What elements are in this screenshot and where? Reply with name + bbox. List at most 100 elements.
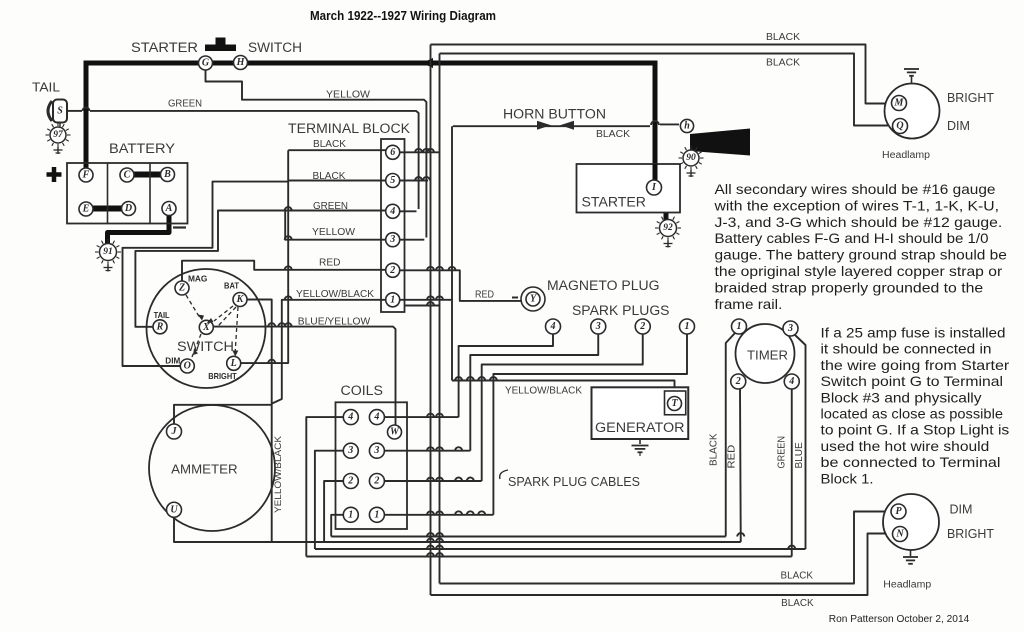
svg-text:90: 90 <box>686 153 696 163</box>
svg-text:Z: Z <box>178 283 185 294</box>
svg-text:TAIL: TAIL <box>32 80 60 95</box>
svg-text:SWITCH: SWITCH <box>248 40 302 55</box>
svg-text:6: 6 <box>390 147 395 158</box>
svg-text:Headlamp: Headlamp <box>883 579 931 590</box>
svg-text:BRIGHT: BRIGHT <box>947 527 994 541</box>
svg-text:used the hot wire should: used the hot wire should <box>821 438 990 454</box>
svg-text:gauge. The battery ground stra: gauge. The battery ground strap should b… <box>715 247 1008 263</box>
svg-text:W: W <box>390 427 400 438</box>
svg-text:E: E <box>82 204 90 215</box>
svg-text:RED: RED <box>475 290 494 301</box>
svg-text:All secondary wires should be: All secondary wires should be #16 gauge <box>715 181 996 197</box>
svg-text:A: A <box>165 203 173 214</box>
svg-text:TERMINAL BLOCK: TERMINAL BLOCK <box>288 121 410 136</box>
svg-text:Ron Patterson October 2, 2014: Ron Patterson October 2, 2014 <box>829 613 970 625</box>
svg-text:BLACK: BLACK <box>766 57 800 68</box>
svg-text:2: 2 <box>639 321 645 332</box>
svg-text:SPARK PLUGS: SPARK PLUGS <box>572 303 670 318</box>
svg-text:with the exception of wires T-: with the exception of wires T-1, 1-K, K-… <box>713 197 999 213</box>
svg-text:U: U <box>170 504 178 515</box>
svg-text:5: 5 <box>390 175 395 186</box>
svg-text:L: L <box>230 358 237 369</box>
svg-text:I: I <box>651 182 657 193</box>
svg-text:F: F <box>82 170 90 181</box>
svg-text:Switch point G to Terminal: Switch point G to Terminal <box>821 373 1004 389</box>
svg-text:4: 4 <box>550 321 556 332</box>
svg-text:RED: RED <box>319 258 341 269</box>
svg-text:Q: Q <box>896 121 903 132</box>
svg-text:BLACK: BLACK <box>596 129 630 140</box>
svg-text:BLACK: BLACK <box>709 433 720 466</box>
svg-text:MAGNETO PLUG: MAGNETO PLUG <box>547 278 660 293</box>
svg-text:TAIL: TAIL <box>154 311 170 320</box>
svg-text:RED: RED <box>727 445 738 469</box>
svg-text:GREEN: GREEN <box>777 436 788 469</box>
svg-text:STARTER: STARTER <box>582 194 647 209</box>
svg-text:BLACK: BLACK <box>781 598 814 609</box>
svg-text:BAT: BAT <box>224 281 240 291</box>
svg-text:DIM: DIM <box>950 502 973 516</box>
svg-text:GENERATOR: GENERATOR <box>595 420 685 435</box>
svg-text:3: 3 <box>389 234 395 245</box>
svg-text:Y: Y <box>530 294 537 305</box>
svg-text:If a 25 amp fuse is installed: If a 25 amp fuse is installed <box>821 325 1006 341</box>
svg-text:h: h <box>684 121 690 132</box>
svg-text:AMMETER: AMMETER <box>171 462 238 477</box>
svg-text:3: 3 <box>373 445 379 456</box>
svg-text:97: 97 <box>53 130 64 140</box>
svg-text:T: T <box>671 398 678 409</box>
svg-text:to point G. If a Stop Light is: to point G. If a Stop Light is <box>821 422 1010 438</box>
svg-text:BLUE/YELLOW: BLUE/YELLOW <box>298 316 371 327</box>
svg-text:D: D <box>124 203 132 214</box>
svg-text:B: B <box>163 169 171 180</box>
svg-text:S: S <box>57 106 63 117</box>
svg-text:2: 2 <box>347 476 353 487</box>
svg-text:4: 4 <box>347 412 353 423</box>
svg-text:Block #3 and physically: Block #3 and physically <box>821 389 982 405</box>
svg-text:BLACK: BLACK <box>313 139 346 150</box>
svg-text:1: 1 <box>374 509 379 520</box>
svg-text:frame rail.: frame rail. <box>715 296 783 312</box>
svg-text:YELLOW/BLACK: YELLOW/BLACK <box>273 435 284 513</box>
svg-text:G: G <box>202 58 210 69</box>
svg-text:BLUE: BLUE <box>794 442 805 469</box>
svg-text:HORN BUTTON: HORN BUTTON <box>503 107 606 122</box>
svg-text:DIM: DIM <box>947 119 970 133</box>
svg-text:GREEN: GREEN <box>313 201 348 212</box>
svg-text:YELLOW: YELLOW <box>326 90 371 101</box>
svg-text:be connected to Terminal: be connected to Terminal <box>821 454 1001 470</box>
svg-text:J: J <box>171 426 178 437</box>
svg-text:BLACK: BLACK <box>313 171 346 182</box>
svg-text:R: R <box>156 321 164 332</box>
svg-text:P: P <box>895 506 902 517</box>
svg-text:the opriginal style layered co: the opriginal style layered copper strap… <box>715 263 1003 279</box>
svg-text:BLACK: BLACK <box>781 571 814 582</box>
svg-text:O: O <box>184 361 191 372</box>
svg-text:N: N <box>895 529 904 540</box>
svg-text:GREEN: GREEN <box>168 99 202 110</box>
svg-text:YELLOW/BLACK: YELLOW/BLACK <box>296 289 374 300</box>
svg-text:91: 91 <box>103 247 113 257</box>
svg-text:4: 4 <box>788 376 794 387</box>
svg-text:DIM: DIM <box>165 356 180 366</box>
svg-text:located as close as possible: located as close as possible <box>821 406 1004 422</box>
svg-text:1: 1 <box>685 321 690 332</box>
svg-text:J-3, and 3-G which should be: J-3, and 3-G which should be #12 gauge. <box>715 214 1003 230</box>
svg-text:the wire going from Starter: the wire going from Starter <box>821 357 1010 373</box>
svg-text:2: 2 <box>373 476 379 487</box>
svg-text:K: K <box>236 294 245 305</box>
svg-text:it should be connected in: it should be connected in <box>821 341 992 357</box>
svg-text:March 1922--1927 Wiring Diagra: March 1922--1927 Wiring Diagram <box>310 8 496 23</box>
svg-text:Block 1.: Block 1. <box>821 470 874 486</box>
svg-text:1: 1 <box>348 509 353 520</box>
svg-text:TIMER: TIMER <box>747 347 788 362</box>
svg-text:SWITCH: SWITCH <box>177 339 234 354</box>
svg-text:3: 3 <box>595 321 601 332</box>
svg-text:braided strap properly grounde: braided strap properly grounded to the <box>715 279 984 295</box>
svg-text:1: 1 <box>390 294 395 305</box>
svg-text:COILS: COILS <box>341 383 384 398</box>
svg-text:BRIGHT: BRIGHT <box>208 371 237 381</box>
svg-text:Headlamp: Headlamp <box>882 150 930 161</box>
svg-text:4: 4 <box>389 206 395 217</box>
svg-text:1: 1 <box>737 321 742 332</box>
